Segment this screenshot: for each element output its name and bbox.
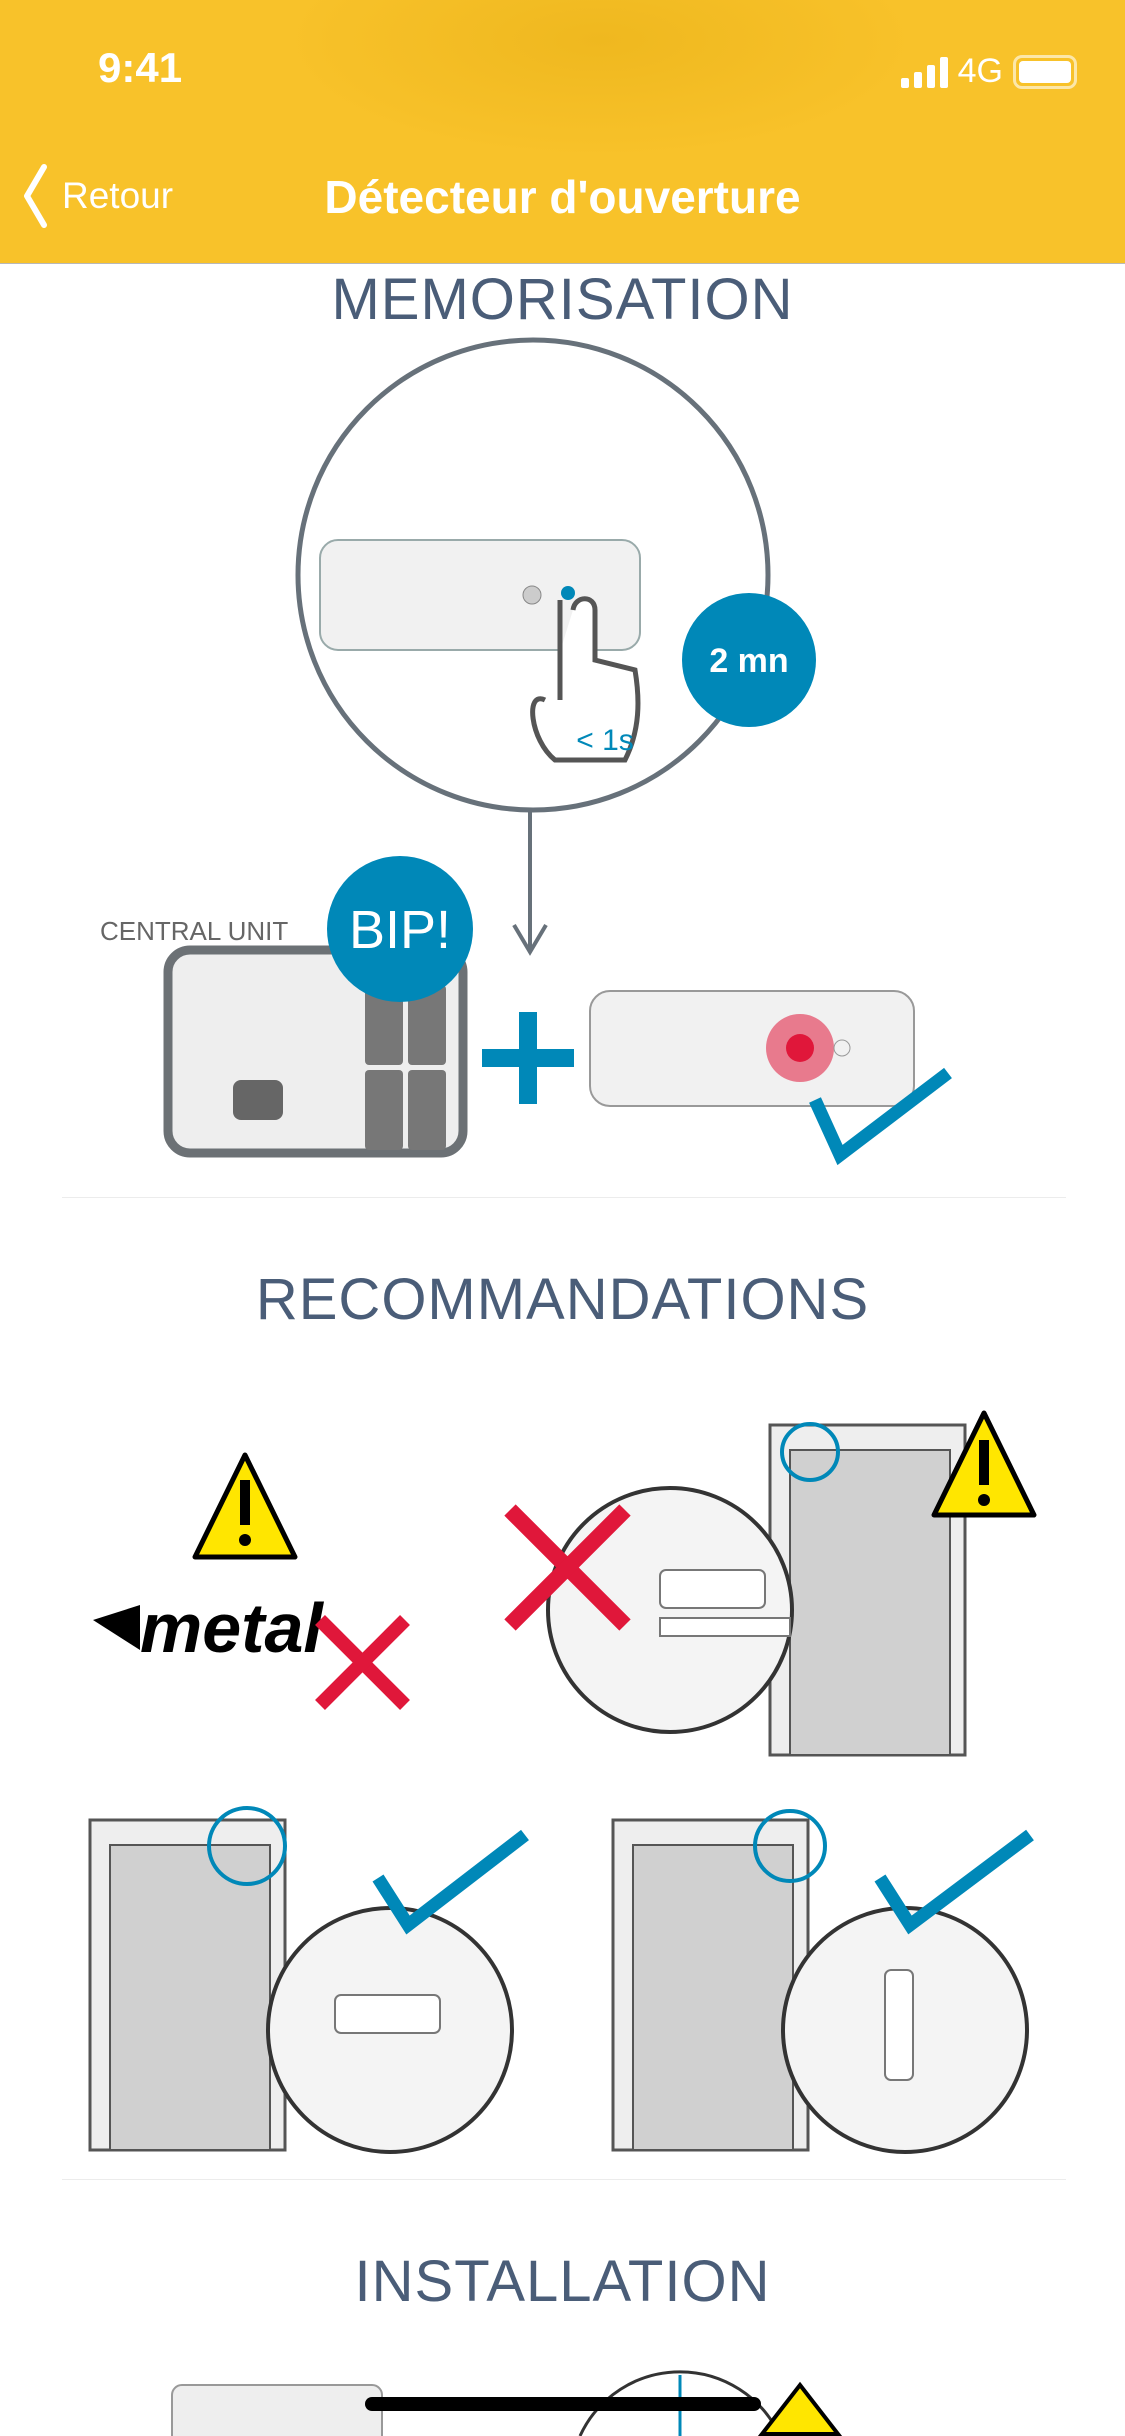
central-unit-label: CENTRAL UNIT — [100, 916, 288, 946]
section-title-installation: INSTALLATION — [354, 2249, 771, 2314]
page-title: Détecteur d'ouverture — [324, 171, 801, 223]
home-indicator[interactable] — [365, 2397, 761, 2411]
cross-icon — [315, 1615, 410, 1710]
divider — [62, 1197, 1066, 1198]
section-title-recommandations: RECOMMANDATIONS — [255, 1267, 870, 1332]
warning-icon — [192, 1452, 298, 1560]
status-icons: 4G — [900, 52, 1077, 91]
recommandations-illustration: metal — [88, 1410, 1037, 2154]
battery-icon — [1013, 54, 1077, 89]
nav-header: 9:41 4G Retour Détecteur d'ouverture — [0, 0, 1125, 264]
divider — [62, 2179, 1066, 2180]
section-title-memorisation: MEMORISATION — [331, 267, 794, 332]
status-time: 9:41 — [98, 44, 183, 91]
timer-badge: 2 mn — [709, 642, 788, 680]
bip-badge: BIP! — [349, 900, 451, 960]
back-label: Retour — [62, 175, 174, 216]
warning-icon — [931, 1410, 1037, 1518]
metal-label: metal — [140, 1589, 324, 1667]
chevron-left-icon — [24, 164, 47, 228]
back-button[interactable]: Retour — [22, 164, 173, 228]
memorisation-illustration: < 1s 2 mn BIP! CENTRAL UNIT — [100, 337, 952, 1166]
press-duration-label: < 1s — [576, 724, 634, 757]
signal-icon — [900, 56, 948, 88]
network-label: 4G — [957, 52, 1003, 90]
